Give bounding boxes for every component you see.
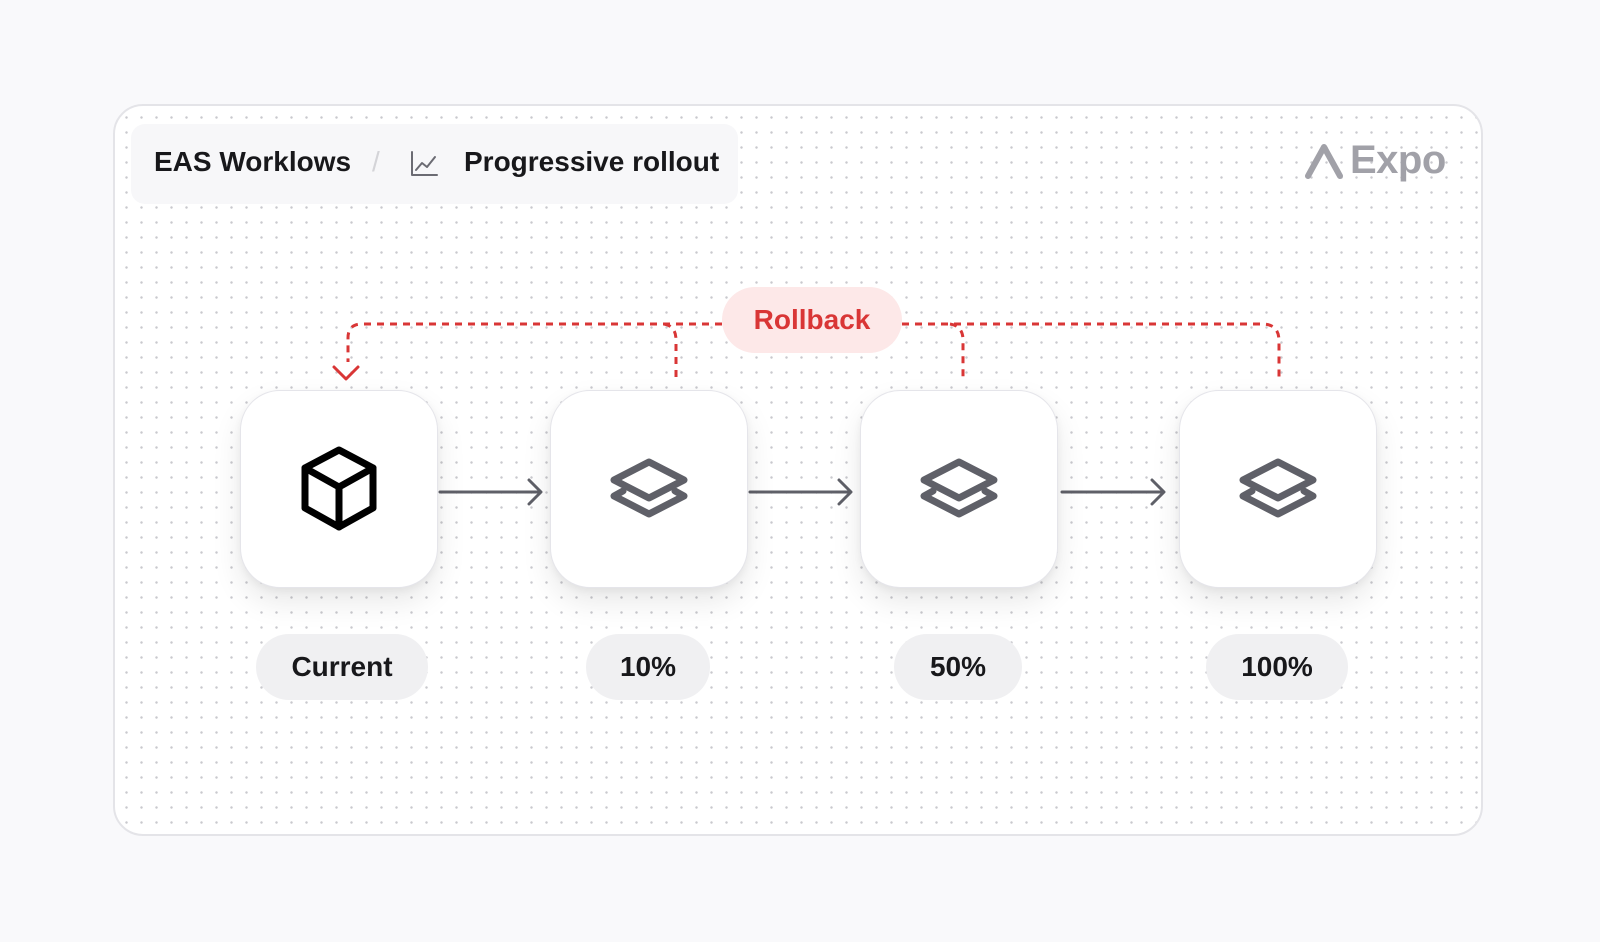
cube-icon xyxy=(297,444,381,534)
stage-node-50[interactable] xyxy=(860,390,1058,588)
line-chart-icon xyxy=(408,148,440,180)
expo-logo-text: Expo xyxy=(1350,138,1446,182)
stage-label-10: 10% xyxy=(586,634,710,700)
breadcrumb-current[interactable]: Progressive rollout xyxy=(464,146,720,177)
layers-icon xyxy=(607,456,691,522)
expo-logo: Expo xyxy=(1304,138,1446,183)
stage-label-50: 50% xyxy=(894,634,1022,700)
breadcrumb-root[interactable]: EAS Worklows xyxy=(154,146,352,177)
layers-icon xyxy=(1236,456,1320,522)
expo-chevron-icon xyxy=(1304,142,1344,180)
stage-label-current: Current xyxy=(256,634,428,700)
stage-node-100[interactable] xyxy=(1179,390,1377,588)
stage-node-10[interactable] xyxy=(550,390,748,588)
stage-node-current[interactable] xyxy=(240,390,438,588)
stage-label-100: 100% xyxy=(1206,634,1348,700)
layers-icon xyxy=(917,456,1001,522)
breadcrumb xyxy=(131,124,738,204)
rollback-badge[interactable]: Rollback xyxy=(722,287,902,353)
breadcrumb-separator: / xyxy=(372,146,380,177)
